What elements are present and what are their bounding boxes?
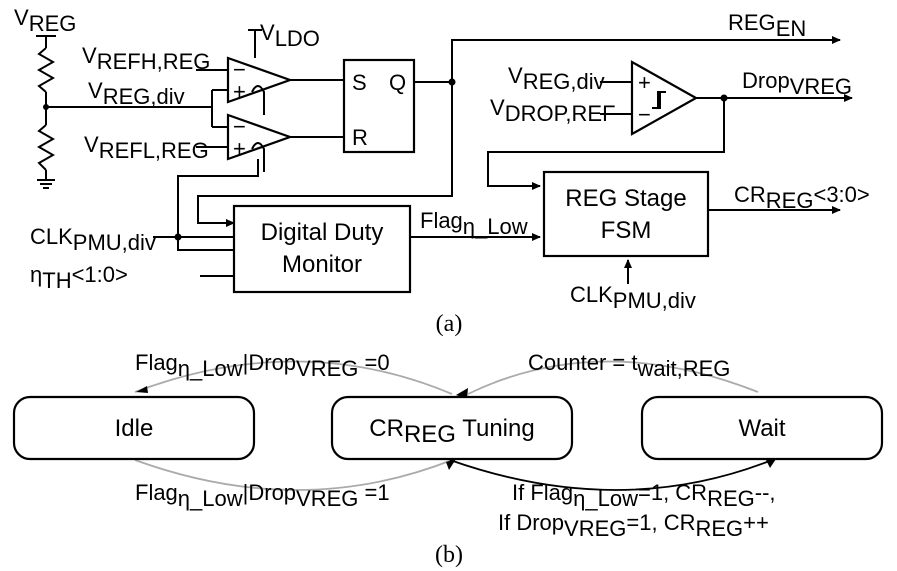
reg-en-wire (451, 36, 841, 82)
lower-resistor (36, 124, 56, 171)
transition-bottom-right-2: If DropVREG=1, CRREG++ (498, 510, 769, 541)
vdrop-ref-label: VDROP,REF (490, 95, 616, 126)
upper-resistor (36, 47, 56, 93)
drop-minus-sign: − (638, 102, 651, 127)
part-b-state-diagram: Idle CRREG Tuning Wait Flagη_Low|DropVRE… (12, 350, 884, 568)
arc-wait-to-tuning (467, 360, 759, 395)
vrefl-label: VREFL,REG (84, 132, 209, 163)
vreg-div2-label: VREG,div (508, 63, 605, 94)
cr-reg-out-label: CRREG<3:0> (734, 182, 870, 213)
arc-tuning-to-wait (449, 459, 773, 491)
hysteresis-icon-2 (654, 91, 666, 109)
arc-tuning-to-idle (134, 360, 453, 395)
state-tuning-label: CRREG Tuning (369, 415, 534, 448)
eta-th-label: ηTH<1:0> (30, 262, 128, 293)
sr-r-label: R (352, 125, 368, 150)
reg-stage-fsm-block (542, 170, 710, 258)
comparator-high (226, 56, 294, 104)
arc-head-wait (766, 459, 776, 468)
reg-en-label: REGEN (728, 10, 806, 41)
part-a-circuit: VREG VREG,div VREFH,REG VREFL,REG (14, 5, 870, 337)
transition-top-left: Flagη_Low|DropVREG =0 (135, 350, 390, 381)
comparator-low (226, 113, 294, 161)
clk-pmu-bottom-label: CLKPMU,div (570, 282, 696, 313)
comp-supply-hook-2 (251, 142, 265, 172)
comp-high-minus: − (233, 57, 246, 82)
ddm-line1: Digital Duty (261, 219, 384, 246)
sr-s-label: S (352, 70, 367, 95)
state-cr-reg-tuning (330, 395, 574, 461)
sr-q-label: Q (389, 70, 406, 95)
state-wait (640, 395, 884, 461)
ddm-line2: Monitor (282, 251, 362, 278)
caption-b: (b) (435, 542, 463, 568)
ground-icon (37, 179, 55, 189)
state-idle (12, 395, 256, 461)
vreg-label: VREG (14, 5, 76, 36)
clk-pmu-left-label: CLKPMU,div (30, 224, 156, 255)
digital-duty-monitor-block (232, 204, 412, 294)
clk-to-comparators-wire (177, 159, 259, 237)
comp-high-plus: + (233, 79, 246, 104)
arc-head-idle (136, 386, 148, 393)
q-to-monitor-wire (197, 82, 453, 227)
state-idle-label: Idle (115, 415, 154, 442)
transition-bottom-left: Flagη_Low|DropVREG =1 (135, 480, 390, 511)
fsm-line1: REG Stage (565, 185, 686, 212)
comp-low-plus: + (233, 136, 246, 161)
comp-low-minus: − (233, 114, 246, 139)
sr-latch (342, 58, 416, 154)
comp-supply-hook-1 (251, 85, 265, 115)
vldo-label: VLDO (260, 20, 320, 51)
transition-bottom-right-1: If Flagη_Low=1, CRREG--, (512, 480, 776, 511)
vreg-div-label: VREG,div (88, 78, 185, 109)
vrefh-label: VREFH,REG (82, 43, 210, 74)
arc-idle-to-tuning (134, 459, 453, 491)
clk-to-monitor-wire (177, 237, 234, 251)
drop-plus-sign: + (638, 70, 651, 95)
flag-low-label: Flagη_Low (420, 208, 528, 239)
drop-to-fsm-wire (487, 98, 725, 190)
state-wait-label: Wait (738, 415, 785, 442)
drop-comparator (630, 60, 699, 136)
caption-a: (a) (436, 311, 463, 337)
transition-top-right: Counter = twait,REG (528, 350, 730, 381)
fsm-line2: FSM (601, 217, 652, 244)
drop-vreg-label: DropVREG (742, 68, 852, 99)
